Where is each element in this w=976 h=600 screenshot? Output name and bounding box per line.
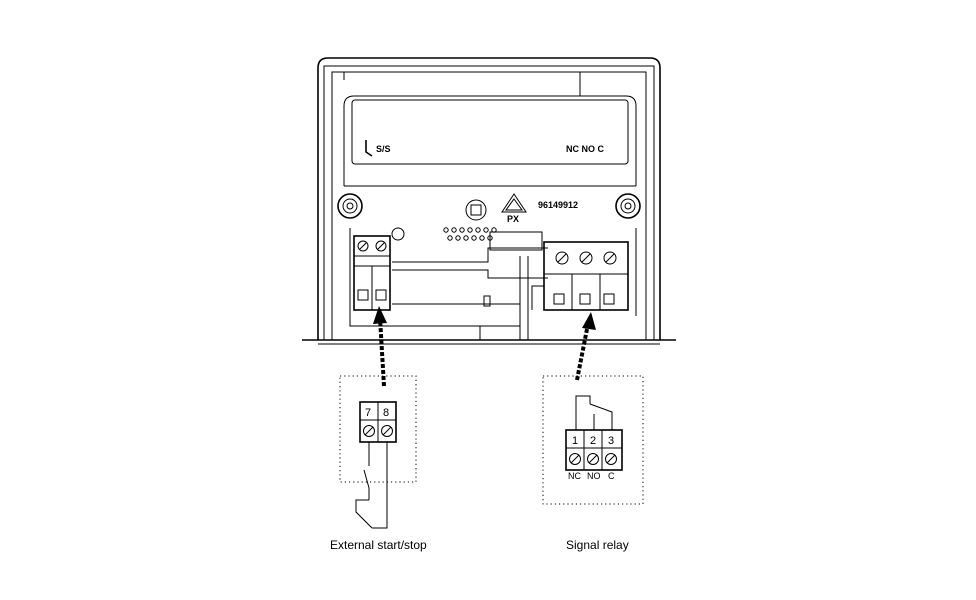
relay-terminal-number-1: 1	[572, 435, 578, 447]
arrow-start-stop	[373, 306, 387, 387]
terminal-screw-7	[363, 425, 375, 437]
mounting-screw-right	[615, 193, 641, 219]
start-stop-caption: External start/stop	[330, 538, 427, 552]
relay-terminal-screw-1	[569, 453, 581, 465]
relay-terminal-screw-2	[587, 453, 599, 465]
signal-relay-caption: Signal relay	[566, 538, 629, 552]
relay-terminal-number-3: 3	[608, 435, 614, 447]
relay-terminal-screw-3	[605, 453, 617, 465]
display-window: S/S NC NO C	[343, 95, 637, 187]
terminal-label-8: 8	[383, 407, 389, 419]
circuit-board	[349, 199, 637, 340]
connector-pins	[443, 227, 497, 241]
mounting-screw-left	[337, 193, 363, 219]
terminal-label-7: 7	[365, 407, 371, 419]
device-label-right: NC NO C	[566, 144, 605, 154]
recycle-triangle-icon	[501, 193, 527, 213]
part-number: 96149912	[538, 200, 578, 210]
start-stop-terminal-block	[353, 235, 391, 311]
start-stop-detail: 7 8	[339, 375, 417, 529]
relay-terminal-number-2: 2	[590, 435, 596, 447]
device-housing	[302, 57, 676, 345]
relay-terminal-label-c: C	[608, 471, 615, 481]
signal-relay-detail: 1 2 3 NC NO C	[542, 375, 644, 505]
recycle-code: PX	[507, 214, 519, 224]
relay-terminal-label-no: NO	[587, 471, 601, 481]
device-label-left: S/S	[376, 144, 391, 154]
arrow-signal-relay	[575, 312, 596, 381]
relay-terminal-label-nc: NC	[568, 471, 581, 481]
relay-terminal-block	[531, 241, 629, 311]
terminal-screw-8	[381, 425, 393, 437]
